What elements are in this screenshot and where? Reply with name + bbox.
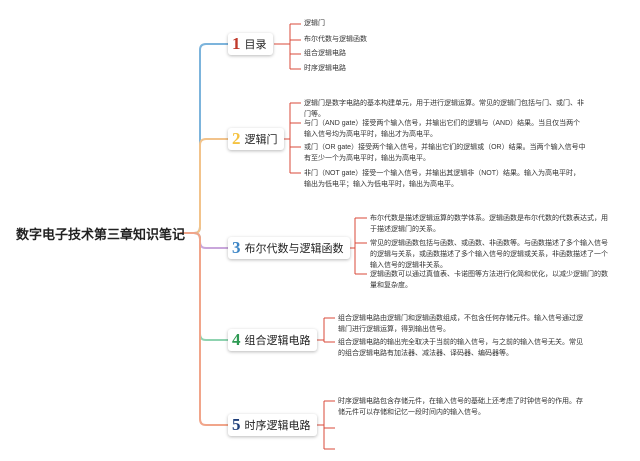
note-paragraph[interactable]: 逻辑门是数字电路的基本构建单元，用于进行逻辑运算。常见的逻辑门包括与门、或门、非… xyxy=(304,100,584,118)
branch-number: 5 xyxy=(232,415,241,434)
note-paragraph[interactable]: 非门（NOT gate）接受一个输入信号，并输出其逻辑非（NOT）结果。输入为高… xyxy=(304,170,580,188)
toc-item[interactable]: 时序逻辑电路 xyxy=(304,65,346,72)
branch-number: 1 xyxy=(232,34,241,53)
branch-label: 目录 xyxy=(244,39,267,51)
note-paragraph[interactable]: 组合逻辑电路由逻辑门和逻辑函数组成，不包含任何存储元件。输入信号通过逻辑门进行逻… xyxy=(338,315,583,333)
note-paragraph[interactable]: 与门（AND gate）接受两个输入信号，并输出它们的逻辑与（AND）结果。当且… xyxy=(304,120,581,138)
branch-label: 布尔代数与逻辑函数 xyxy=(244,243,344,255)
root-branch-connector-2 xyxy=(180,138,228,234)
toc-item[interactable]: 布尔代数与逻辑函数 xyxy=(304,36,367,43)
branch-number: 2 xyxy=(232,129,241,148)
branch-number: 3 xyxy=(232,238,241,257)
toc-item[interactable]: 逻辑门 xyxy=(304,20,325,27)
root-branch-connector-4 xyxy=(180,232,228,341)
branch-label: 时序逻辑电路 xyxy=(244,420,311,432)
note-paragraph[interactable]: 组合逻辑电路的输出完全取决于当前的输入信号，与之前的输入信号无关。常见的组合逻辑… xyxy=(338,339,583,357)
note-paragraph[interactable]: 或门（OR gate）接受两个输入信号，并输出它们的逻辑或（OR）结果。当两个输… xyxy=(304,144,586,162)
root-node[interactable]: 数字电子技术第三章知识笔记 xyxy=(16,227,186,242)
branch-number: 4 xyxy=(232,330,241,349)
note-paragraph[interactable]: 常见的逻辑函数包括与函数、或函数、非函数等。与函数描述了多个输入信号的逻辑与关系… xyxy=(370,240,608,269)
note-paragraph[interactable]: 时序逻辑电路包含存储元件，在输入信号的基础上还考虑了时钟信号的作用。存储元件可以… xyxy=(338,398,583,416)
note-paragraph[interactable]: 布尔代数是描述逻辑运算的数学体系。逻辑函数是布尔代数的代数表达式，用于描述逻辑门… xyxy=(370,215,608,233)
note-paragraph[interactable]: 逻辑函数可以通过真值表、卡诺图等方法进行化简和优化，以减少逻辑门的数量和复杂度。 xyxy=(370,271,608,289)
toc-item[interactable]: 组合逻辑电路 xyxy=(304,50,346,57)
root-branch-connector-3 xyxy=(180,232,228,249)
branch-label: 逻辑门 xyxy=(244,134,278,146)
branch-label: 组合逻辑电路 xyxy=(244,335,311,347)
root-branch-connector-5 xyxy=(180,232,228,426)
